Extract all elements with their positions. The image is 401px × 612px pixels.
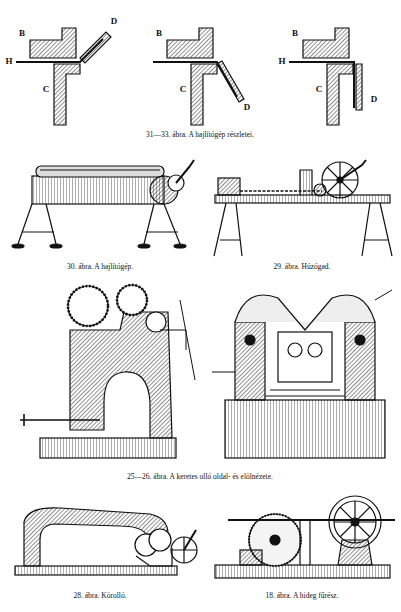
circular-shear [15,508,197,575]
draw-bench [214,160,392,256]
figure-caption: 18. ábra. A hideg fűrész. [264,592,339,600]
part-letter: H [277,57,286,67]
frame-shear-side [20,285,195,458]
part-letter: C [42,85,51,95]
figure-caption: 25—26. ábra. A keretes olló oldal- és el… [126,473,274,481]
frame-shear-front [212,290,392,458]
part-letter: B [18,29,26,39]
folding-detail [16,28,362,125]
part-letter: D [370,95,379,105]
part-letter: C [315,85,324,95]
cold-saw [215,496,395,578]
figure-caption: 31—33. ábra. A hajlítógép részletei. [145,131,255,139]
part-letter: C [179,85,188,95]
part-letter: B [291,29,299,39]
figure-caption: 29. ábra. Húzógad. [273,263,332,271]
figure-caption: 28. ábra. Körolló. [72,592,127,600]
part-letter: B [155,29,163,39]
folding-machine [12,160,194,248]
part-letter: D [110,17,119,27]
part-letter: D [243,103,252,113]
figure-caption: 30. ábra. A hajlítógép. [66,263,134,271]
part-letter: H [4,57,13,67]
